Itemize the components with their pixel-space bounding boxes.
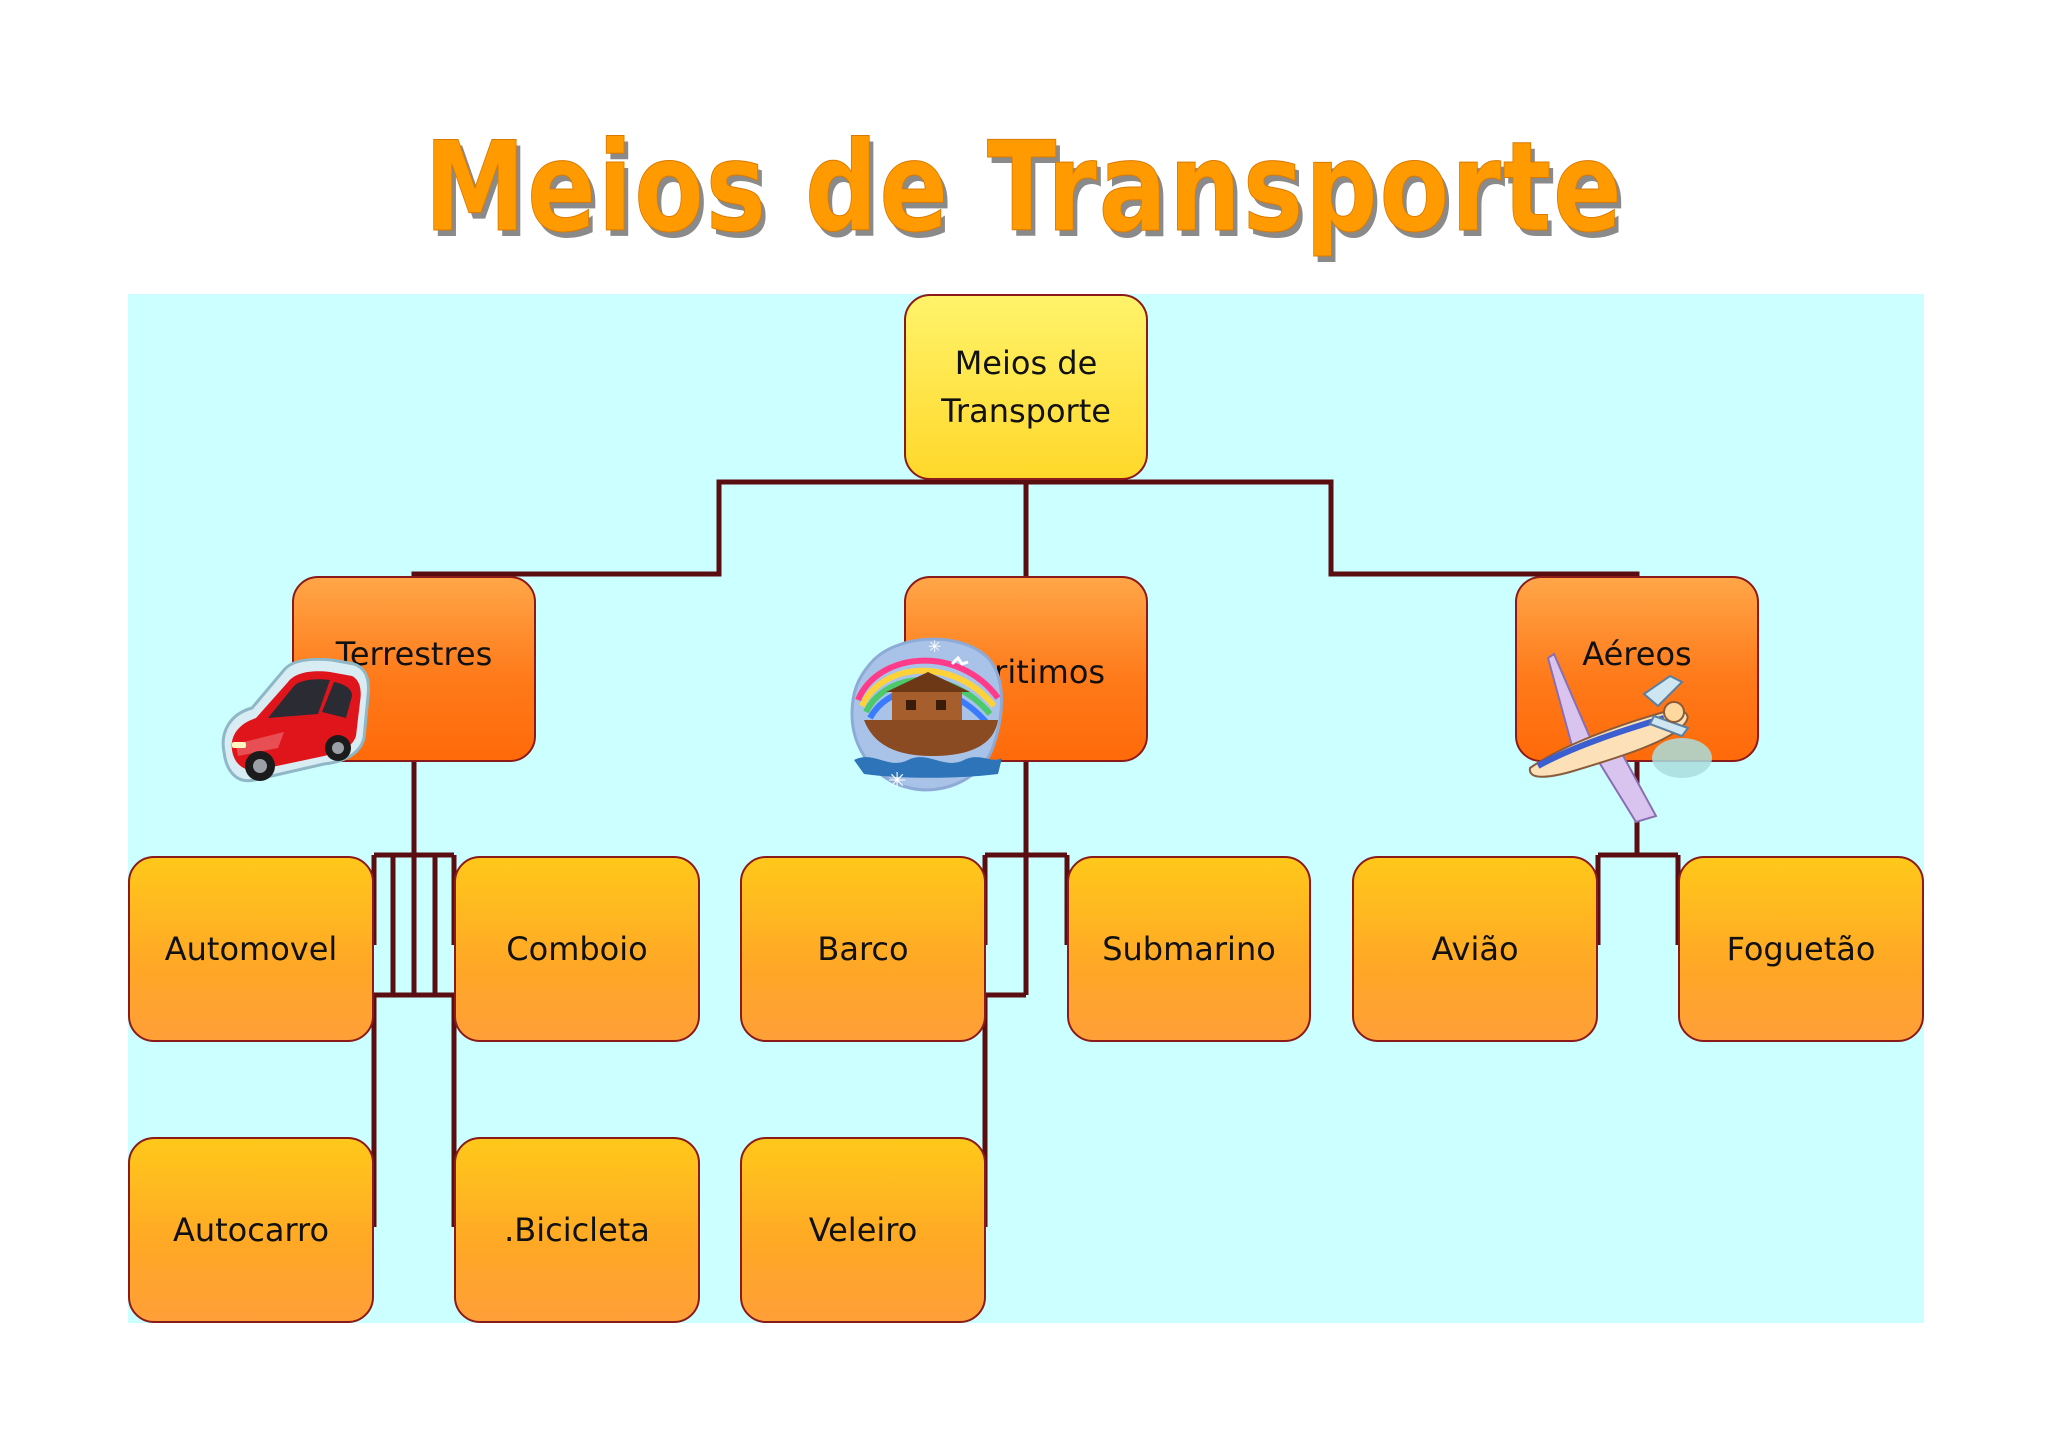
leaf-label: Automovel: [164, 930, 338, 968]
leaf-automovel: Automovel: [128, 856, 374, 1042]
leaf-label: Foguetão: [1726, 930, 1876, 968]
leaf-bicicleta: .Bicicleta: [454, 1137, 700, 1323]
leaf-autocarro: Autocarro: [128, 1137, 374, 1323]
root-label-line2: Transporte: [941, 392, 1111, 430]
svg-text:✳: ✳: [888, 769, 906, 794]
leaf-veleiro: Veleiro: [740, 1137, 986, 1323]
connector-root-aereos: [1026, 479, 1640, 580]
noahs-ark-icon: ✳ ✳: [850, 637, 1003, 794]
leaf-label: Submarino: [1102, 930, 1276, 968]
leaf-label: Avião: [1431, 930, 1519, 968]
leaf-label: Autocarro: [172, 1211, 330, 1249]
category-maritimos: Maritimos: [904, 576, 1148, 762]
root-label-line1: Meios de: [954, 344, 1098, 382]
leaf-label: Comboio: [506, 930, 648, 968]
red-car-icon: [221, 657, 370, 783]
page-title: Meios de Transporte: [424, 116, 1624, 261]
leaf-label: .Bicicleta: [504, 1211, 650, 1249]
root-node: Meios de Transporte: [904, 294, 1148, 480]
connector-root-terrestres: [411, 478, 1029, 580]
leaf-aviao: Avião: [1352, 856, 1598, 1042]
leaf-label: Veleiro: [808, 1211, 918, 1249]
leaf-label: Barco: [817, 930, 909, 968]
leaf-comboio: Comboio: [454, 856, 700, 1042]
leaf-foguetao: Foguetão: [1678, 856, 1924, 1042]
leaf-submarino: Submarino: [1067, 856, 1311, 1042]
svg-text:✳: ✳: [928, 637, 941, 656]
airplane-icon: [1528, 652, 1712, 824]
leaf-barco: Barco: [740, 856, 986, 1042]
category-label: Aéreos: [1582, 635, 1692, 673]
